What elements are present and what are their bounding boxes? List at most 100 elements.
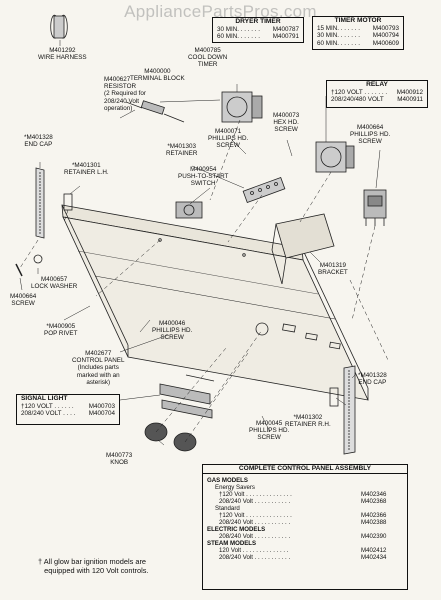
row-desc: 30 MIN. . . . . . . [317,32,361,40]
row-desc: 60 MIN. . . . . . . [217,33,261,41]
label-screw-left: M400664 SCREW [10,293,37,308]
relay-box: RELAY †120 VOLT . . . . . . . M400912 208… [326,80,428,108]
assembly-item: 208/240 Volt . . . . . . . . . . . M40239… [203,533,407,540]
assembly-item-desc: †120 Volt . . . . . . . . . . . . . . [219,491,292,498]
signal-light-row: †120 VOLT . . . . . . M400703 [17,403,119,410]
end-cap-right-drawing [343,365,356,455]
label-pop-rivet: *M400905 POP RIVET [44,323,78,338]
row-desc: †120 VOLT . . . . . . [21,403,74,410]
relay-title: RELAY [366,81,388,88]
assembly-item-part: M402388 [361,519,387,526]
timer-motor-title: TIMER MOTOR [334,17,382,24]
assembly-group-title: Standard [215,505,240,512]
assembly-box: COMPLETE CONTROL PANEL ASSEMBLY GAS MODE… [202,464,408,590]
dryer-timer-box: DRYER TIMER 30 MIN. . . . . . . M400787 6… [212,17,304,43]
label-resistor: M400627 RESISTOR (2 Required for 208/240… [104,76,146,112]
row-part: M400609 [372,39,399,47]
assembly-item-part: M402412 [361,547,387,554]
lock-washer-drawing [33,254,43,264]
label-hex-screw: M400073 HEX HD. SCREW [273,112,300,134]
assembly-section-title: ELECTRIC MODELS [207,526,266,533]
screw-left-drawing [15,263,23,277]
dryer-timer-row: 60 MIN. . . . . . . M400791 [213,33,303,40]
label-phillips-screw-4: M400045 PHILLIPS HD. SCREW [249,420,290,442]
label-end-cap-right: *M401328 END CAP [358,372,387,387]
row-desc: 208/240/480 VOLT [331,96,384,104]
label-bracket: M401319 BRACKET [318,262,348,277]
assembly-item-desc: 120 Volt . . . . . . . . . . . . . . [219,547,289,554]
label-end-cap-top: *M401328 END CAP [24,134,53,149]
wire-harness-drawing [50,14,68,39]
assembly-item: †120 Volt . . . . . . . . . . . . . .M40… [203,512,407,519]
knob-drawing [144,422,197,452]
label-lock-washer: M400657 LOCK WASHER [31,276,78,291]
timer-motor-box: TIMER MOTOR 15 MIN. . . . . . . M400793 3… [312,16,404,50]
label-retainer-rh: *M401302 RETAINER R.H. [285,414,331,429]
control-panel-drawing [61,204,369,401]
footnote: † All glow bar ignition models are equip… [38,557,149,575]
end-cap-left-drawing [35,167,45,239]
row-desc: †120 VOLT . . . . . . . [331,89,388,96]
row-desc: 15 MIN. . . . . . . [317,25,361,32]
label-phillips-screw-3: M400046 PHILLIPS HD. SCREW [152,320,193,342]
assembly-group-title: Energy Savers [215,484,255,491]
assembly-item: †120 Volt . . . . . . . . . . . . . . M40… [203,491,407,498]
timer-motor-drawing [315,141,355,173]
assembly-item-desc: 208/240 Volt . . . . . . . . . . . [219,519,291,526]
row-part: M400794 [372,32,399,40]
assembly-item-part: M402434 [361,554,387,561]
row-part: M400793 [372,25,399,32]
signal-light-title: SIGNAL LIGHT [21,395,68,402]
assembly-item: 208/240 Volt . . . . . . . . . . . M40243… [203,554,407,561]
assembly-item: 208/240 Volt . . . . . . . . . . . M40238… [203,519,407,526]
push-to-start-switch-drawing [175,201,203,219]
retainer-rh-drawing [329,387,339,407]
assembly-item-part: M402390 [361,533,387,540]
dryer-timer-title: DRYER TIMER [235,18,281,25]
row-desc: 60 MIN. . . . . . . [317,39,361,47]
label-phillips-screw-1: M400071 PHILLIPS HD. SCREW [208,128,249,150]
watermark: AppliancePartsPros.com [124,2,317,21]
timer-motor-row: 15 MIN. . . . . . . M400793 [313,25,403,32]
label-retainer: *M401303 RETAINER [166,143,198,158]
label-push-to-start-switch: M400954 PUSH-TO-START SWITCH [178,166,229,188]
timer-motor-row: 60 MIN. . . . . . . M400609 [313,40,403,47]
relay-drawing [363,189,387,226]
label-wire-harness: M401292 WIRE HARNESS [38,47,87,62]
row-part: M400791 [272,33,299,41]
row-part: M400911 [397,96,423,104]
label-control-panel: M402677 CONTROL PANEL (Includes parts ma… [72,350,125,386]
assembly-section-title: GAS MODELS [207,477,248,484]
row-desc: 208/240 VOLT . . . . [21,410,76,418]
cool-down-timer-drawing [221,91,263,123]
signal-light-row: 208/240 VOLT . . . . M400704 [17,410,119,417]
assembly-dash-lines [19,119,389,443]
label-terminal-block: M400000 TERMINAL BLOCK [130,68,185,83]
assembly-item-desc: †120 Volt . . . . . . . . . . . . . . [219,512,292,519]
dryer-timer-row: 30 MIN. . . . . . . M400787 [213,26,303,33]
row-part: M400912 [396,89,423,96]
row-part: M400704 [88,410,115,418]
label-retainer-lh: *M401301 RETAINER L.H. [64,162,109,177]
row-desc: 30 MIN. . . . . . . [217,26,261,33]
assembly-item-desc: 208/240 Volt . . . . . . . . . . . [219,554,291,561]
relay-row: †120 VOLT . . . . . . . M400912 [327,89,427,96]
row-part: M400787 [272,26,299,33]
timer-motor-row: 30 MIN. . . . . . . M400794 [313,32,403,39]
assembly-item-desc: 208/240 Volt . . . . . . . . . . . [219,533,291,540]
assembly-section-title: STEAM MODELS [207,540,257,547]
assembly-item-part: M402346 [361,491,387,498]
label-cool-down-timer: M400785 COOL DOWN TIMER [188,47,228,69]
assembly-item-desc: 208/240 Volt . . . . . . . . . . . [219,498,291,505]
row-part: M400703 [88,403,115,410]
assembly-title: COMPLETE CONTROL PANEL ASSEMBLY [203,465,407,474]
label-knob: M400773 KNOB [106,452,133,467]
assembly-item: 208/240 Volt . . . . . . . . . . . M40236… [203,498,407,505]
assembly-item: 120 Volt . . . . . . . . . . . . . . M402… [203,547,407,554]
assembly-item-part: M402368 [361,498,387,505]
terminal-block-drawing [242,177,286,203]
signal-light-drawing [159,374,215,419]
signal-light-box: SIGNAL LIGHT †120 VOLT . . . . . . M40070… [16,394,120,425]
